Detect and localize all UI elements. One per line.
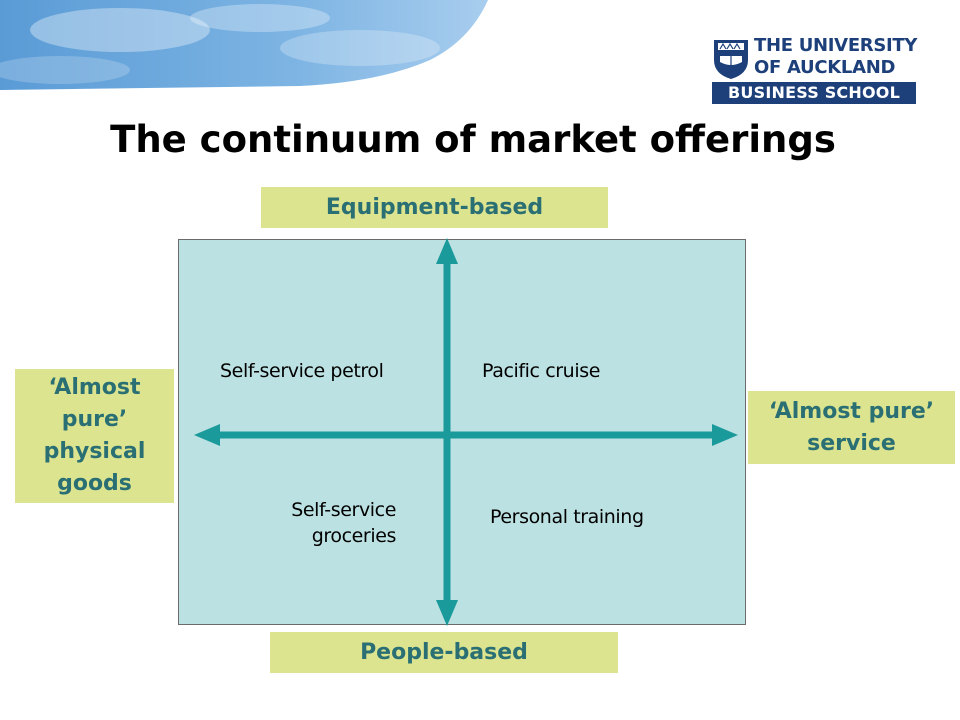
axis-label-right: ‘Almost pure’ service (748, 391, 955, 464)
logo-line-2: OF AUCKLAND (754, 57, 896, 78)
sky-banner (0, 0, 488, 90)
logo-line-1: THE UNIVERSITY (754, 35, 918, 56)
logo-band: BUSINESS SCHOOL (712, 82, 916, 104)
quadrant-bottom-left: Self-service groceries (291, 499, 396, 547)
axis-label-left: ‘Almost pure’ physical goods (15, 369, 174, 503)
axis-label-bottom: People-based (270, 632, 618, 673)
quadrant-bottom-right: Personal training (490, 506, 644, 528)
crest-icon (714, 40, 748, 79)
slide-title: The continuum of market offerings (110, 118, 836, 161)
axis-label-top: Equipment-based (261, 187, 608, 228)
quadrant-top-right: Pacific cruise (482, 360, 600, 382)
quadrant-top-left: Self-service petrol (220, 360, 384, 382)
university-logo: THE UNIVERSITY OF AUCKLAND BUSINESS SCHO… (710, 36, 918, 104)
horizontal-axis-arrow (194, 424, 738, 446)
